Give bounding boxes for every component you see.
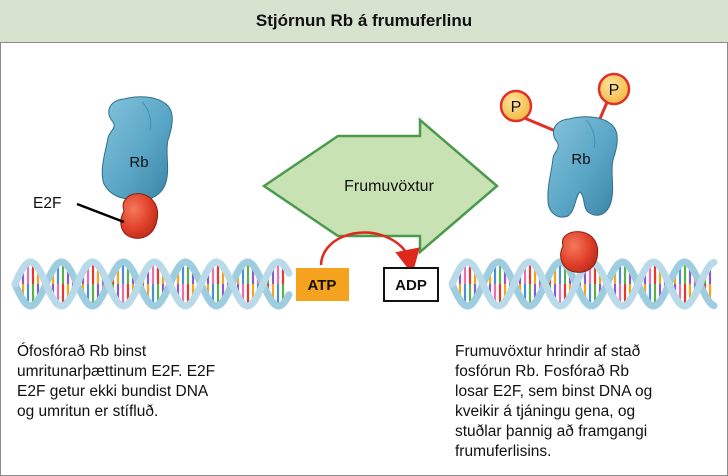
caption-right-line: stuðlar þannig að framgangi: [455, 423, 648, 440]
caption-left: Ófosfórað Rb binst umritunarþættinum E2F…: [17, 342, 307, 422]
growth-arrow-label: Frumuvöxtur: [344, 178, 434, 195]
caption-right-line: kveikir á tjáningu gena, og: [455, 403, 636, 420]
growth-arrow: Frumuvöxtur: [261, 117, 499, 255]
caption-left-line: umritunarþættinum E2F. E2F: [17, 363, 216, 380]
adp-label: ADP: [395, 277, 427, 294]
rb-protein-left: Rb: [101, 96, 173, 201]
dna-helix-right: [448, 258, 718, 310]
caption-left-line: og umritun er stífluð.: [17, 403, 159, 420]
caption-right: Frumuvöxtur hrindir af stað fosfórun Rb.…: [455, 342, 723, 462]
caption-right-line: frumuferlisins.: [455, 443, 552, 460]
caption-right-line: Frumuvöxtur hrindir af stað: [455, 343, 641, 360]
atp-label: ATP: [308, 277, 337, 294]
caption-right-line: losar E2F, sem binst DNA og: [455, 383, 653, 400]
rb-protein-right: Rb: [547, 116, 618, 218]
reaction-arrow: [319, 231, 420, 275]
phosphate-label-2: P: [609, 82, 620, 99]
atp-box: ATP: [296, 268, 349, 301]
caption-left-line: Ófosfórað Rb binst: [17, 343, 147, 360]
rb-label-right: Rb: [571, 151, 590, 168]
phosphate-label-1: P: [511, 99, 522, 116]
rb-label-left: Rb: [129, 154, 148, 171]
e2f-label: E2F: [33, 195, 61, 212]
figure-title: Stjórnun Rb á frumuferlinu: [255, 11, 473, 30]
caption-right-line: fosfórun Rb. Fosfórað Rb: [455, 363, 630, 380]
caption-left-line: E2F getur ekki bundist DNA: [17, 383, 209, 400]
dna-helix-left: [11, 258, 293, 310]
phosphate-group-2: P: [597, 72, 631, 106]
e2f-protein-left: [120, 193, 159, 239]
e2f-protein-right: [560, 231, 599, 273]
title-bar: Stjórnun Rb á frumuferlinu: [0, 0, 728, 43]
adp-box: ADP: [383, 267, 439, 302]
e2f-pointer-line: [76, 202, 125, 224]
phosphate-group-1: P: [499, 89, 533, 123]
